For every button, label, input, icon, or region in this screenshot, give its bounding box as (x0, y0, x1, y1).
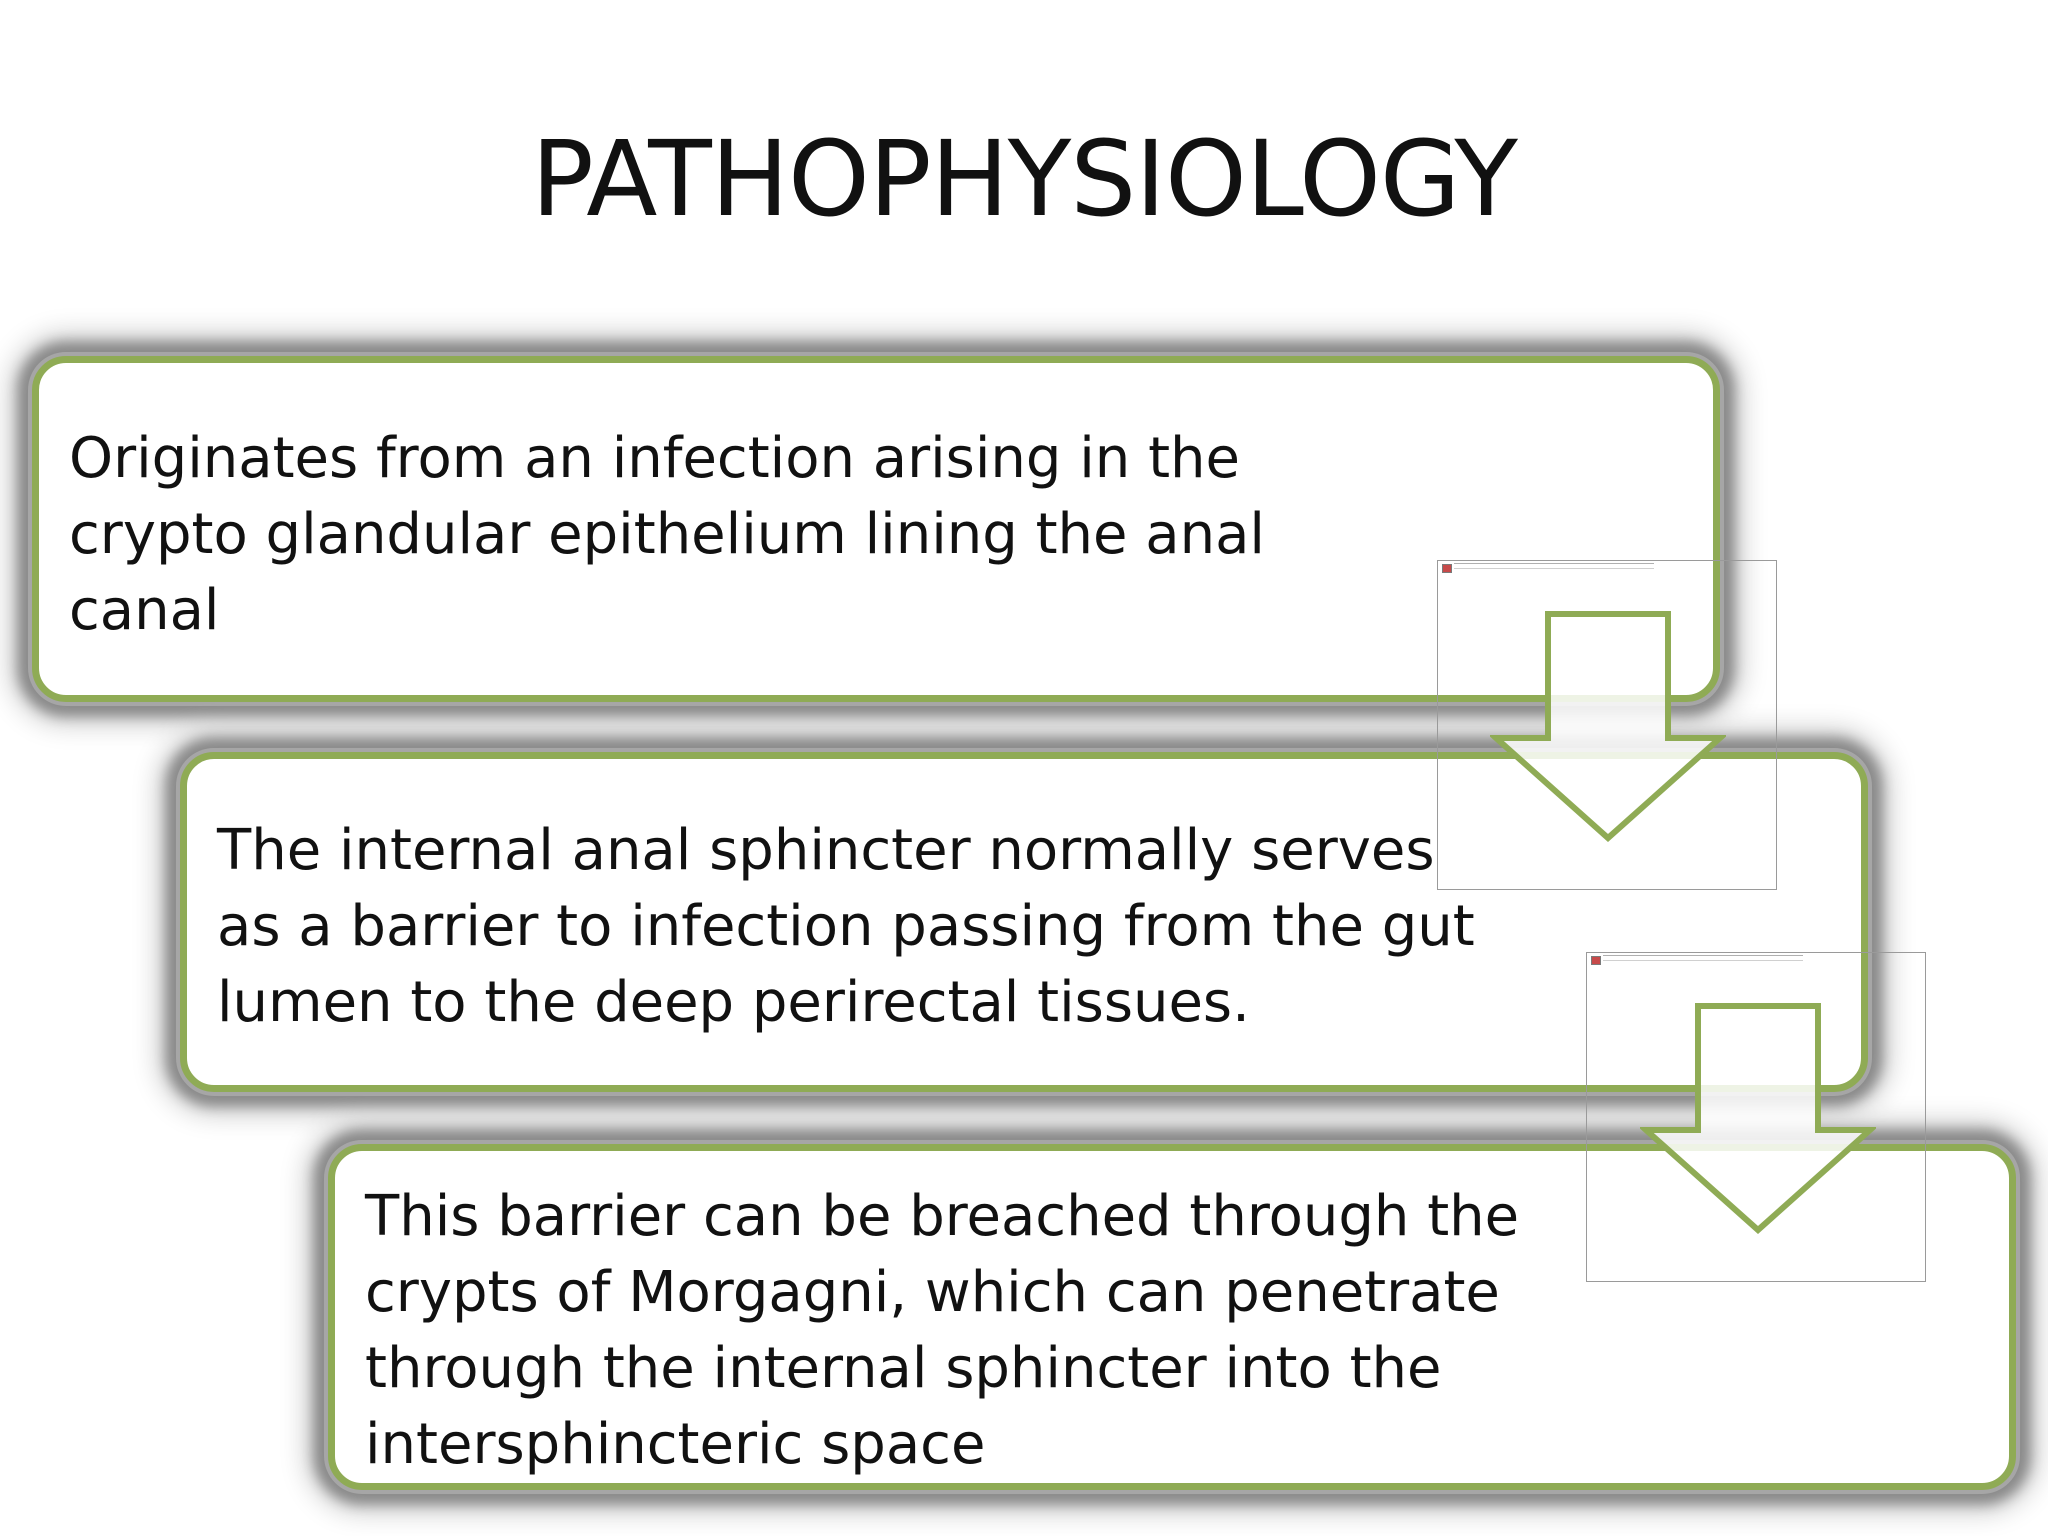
arrow-image-frame-2 (1586, 952, 1926, 1282)
down-arrow-icon (1490, 611, 1726, 842)
image-placeholder-caption (1603, 955, 1803, 961)
slide-title: PATHOPHYSIOLOGY (531, 118, 1518, 240)
arrow-image-frame-1 (1437, 560, 1777, 890)
process-step-1-text: Originates from an infection arising in … (69, 426, 1265, 643)
down-arrow-icon (1640, 1003, 1876, 1234)
process-step-1: Originates from an infection arising in … (32, 356, 1720, 702)
image-placeholder-caption (1454, 563, 1654, 569)
process-step-3-text: This barrier can be breached through the… (365, 1184, 1520, 1477)
broken-image-icon (1442, 564, 1452, 573)
process-step-2-text: The internal anal sphincter normally ser… (217, 818, 1475, 1035)
broken-image-icon (1591, 956, 1601, 965)
